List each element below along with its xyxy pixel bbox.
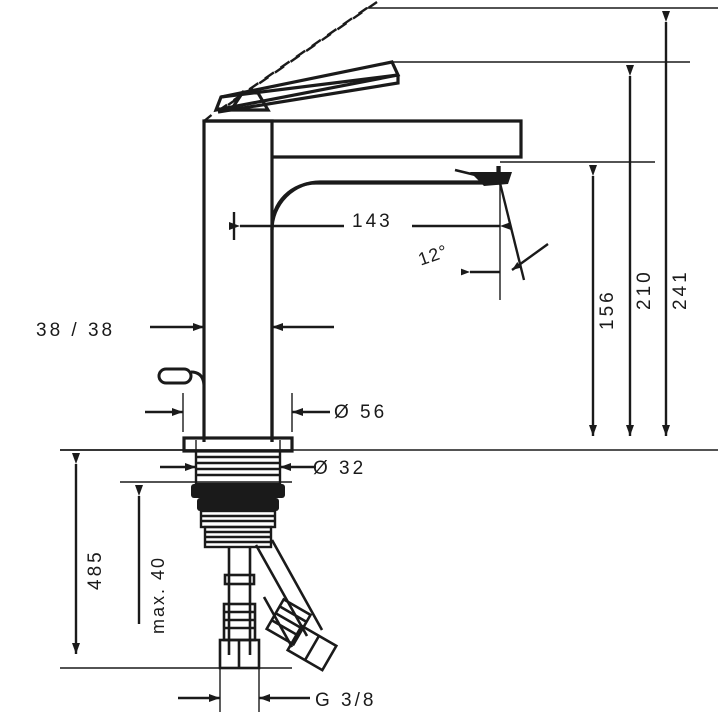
dimension-label-485: 485 <box>85 549 106 590</box>
popup-waste-lever <box>157 367 206 386</box>
spout-outlet-detail <box>454 168 501 183</box>
supply-hose-left <box>218 547 261 670</box>
dimension-label-241: 241 <box>670 269 691 310</box>
supply-hose-right <box>254 539 339 672</box>
faucet-body-outline <box>202 119 523 442</box>
cartridge-housing <box>199 509 277 549</box>
lever-handle-raised-dashed <box>202 1 378 123</box>
dimension-label-210: 210 <box>634 269 655 310</box>
lever-handle-closed <box>213 60 401 114</box>
extension-lines <box>60 7 718 712</box>
dimension-143 <box>229 212 511 240</box>
dimension-label-max-40: max. 40 <box>148 555 168 634</box>
dimension-12deg <box>461 182 549 281</box>
dimension-label-38-38: 38 / 38 <box>36 320 116 341</box>
dimension-label-diameter-56: Ø 56 <box>334 402 388 423</box>
threaded-shank <box>194 449 282 486</box>
dimension-label-diameter-32: Ø 32 <box>313 458 367 479</box>
dimension-label-156: 156 <box>597 289 618 330</box>
deck-flange <box>182 436 294 453</box>
dimension-label-143: 143 <box>352 211 393 232</box>
mounting-hardware <box>191 484 285 511</box>
dimension-label-g38: G 3/8 <box>315 690 377 711</box>
